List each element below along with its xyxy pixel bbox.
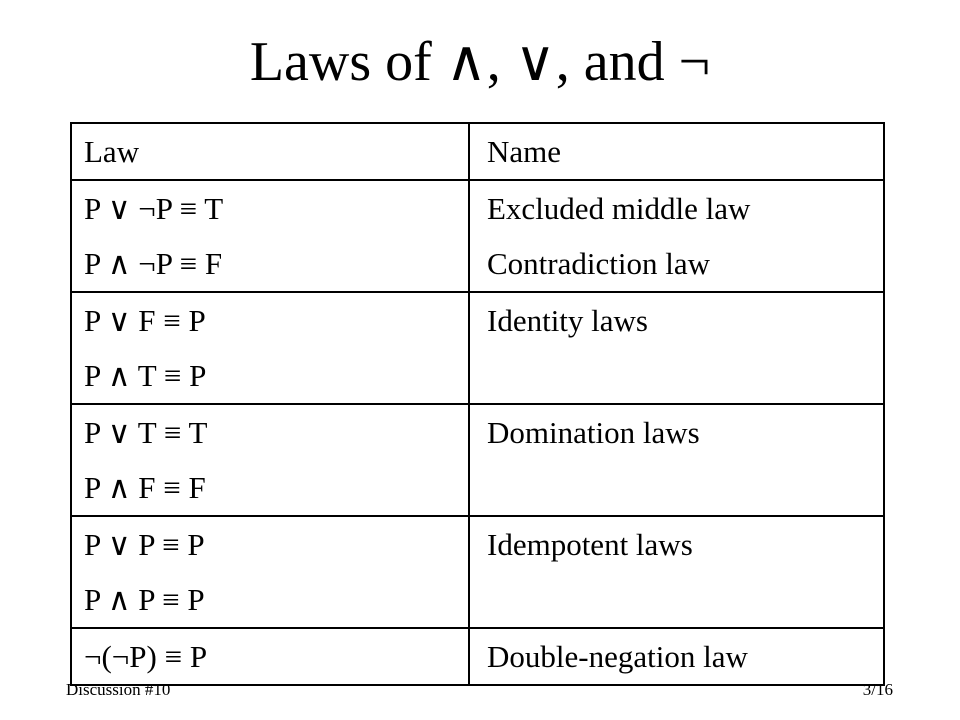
table-row: P ∨ ¬P ≡ T P ∧ ¬P ≡ F Excluded middle la… <box>70 179 885 293</box>
name-header-text: Name <box>487 134 562 169</box>
footer-page-number: 3/16 <box>862 680 893 699</box>
law-expression: P ∨ T ≡ T <box>84 415 208 450</box>
name-cell: Identity laws <box>468 291 885 405</box>
laws-table: Law Name P ∨ ¬P ≡ T P ∧ ¬P ≡ F Excluded … <box>70 122 885 686</box>
law-name: Double-negation law <box>487 639 748 674</box>
law-name: Domination laws <box>487 415 700 450</box>
law-cell: P ∨ P ≡ P P ∧ P ≡ P <box>70 515 470 629</box>
name-cell: Idempotent laws <box>468 515 885 629</box>
law-column-header: Law <box>70 122 470 181</box>
slide-title: Laws of ∧, ∨, and ¬ <box>249 31 711 93</box>
law-expression: P ∨ ¬P ≡ T <box>84 191 224 226</box>
law-name: Identity laws <box>487 303 648 338</box>
law-header-text: Law <box>84 134 140 169</box>
law-cell: ¬(¬P) ≡ P <box>70 627 470 686</box>
name-cell: Double-negation law <box>468 627 885 686</box>
law-cell: P ∨ ¬P ≡ T P ∧ ¬P ≡ F <box>70 179 470 293</box>
law-expression: P ∧ ¬P ≡ F <box>84 246 223 281</box>
law-cell: P ∨ T ≡ T P ∧ F ≡ F <box>70 403 470 517</box>
name-cell: Excluded middle law Contradiction law <box>468 179 885 293</box>
name-cell: Domination laws <box>468 403 885 517</box>
law-expression: ¬(¬P) ≡ P <box>84 639 208 674</box>
law-expression: P ∨ P ≡ P <box>84 527 205 562</box>
law-expression: P ∨ F ≡ P <box>84 303 206 338</box>
name-column-header: Name <box>468 122 885 181</box>
law-expression: P ∧ T ≡ P <box>84 358 207 393</box>
table-row: ¬(¬P) ≡ P Double-negation law <box>70 627 885 686</box>
table-header-row: Law Name <box>70 122 885 181</box>
law-expression: P ∧ F ≡ F <box>84 470 206 505</box>
law-name: Contradiction law <box>487 246 710 281</box>
law-cell: P ∨ F ≡ P P ∧ T ≡ P <box>70 291 470 405</box>
law-name: Excluded middle law <box>487 191 751 226</box>
footer-discussion-label: Discussion #10 <box>66 680 171 699</box>
table-row: P ∨ P ≡ P P ∧ P ≡ P Idempotent laws <box>70 515 885 629</box>
law-name: Idempotent laws <box>487 527 693 562</box>
law-expression: P ∧ P ≡ P <box>84 582 205 617</box>
table-row: P ∨ F ≡ P P ∧ T ≡ P Identity laws <box>70 291 885 405</box>
table-row: P ∨ T ≡ T P ∧ F ≡ F Domination laws <box>70 403 885 517</box>
